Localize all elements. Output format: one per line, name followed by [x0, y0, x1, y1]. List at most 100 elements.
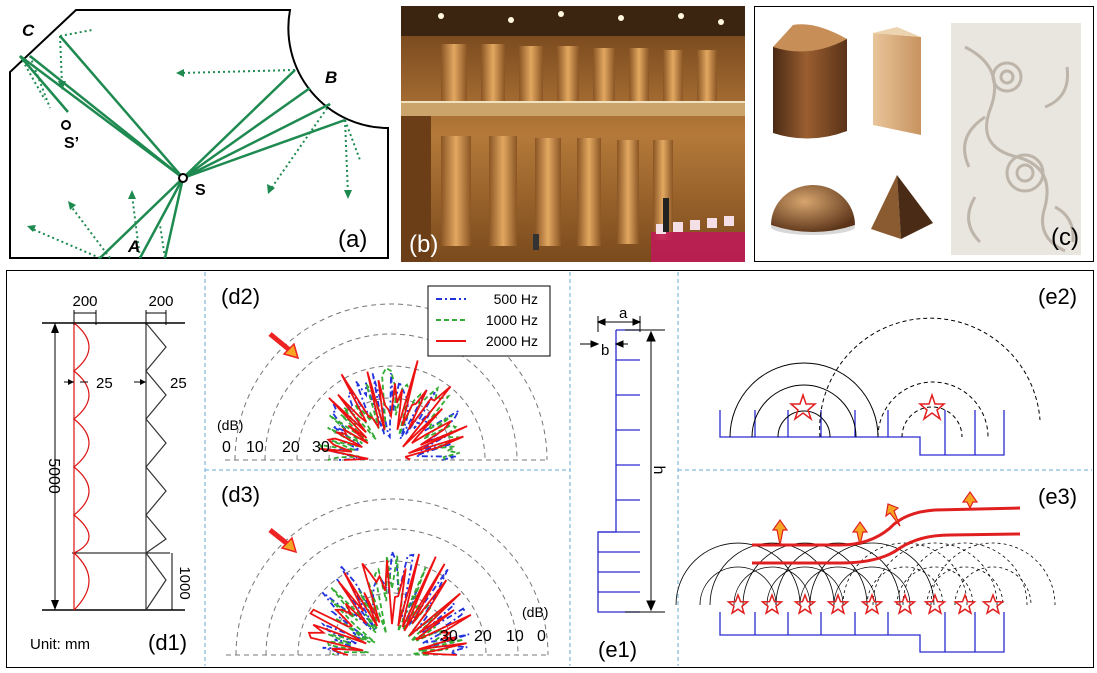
d2-panel-label: (d2): [221, 284, 260, 309]
e3-wavelet-arc: [842, 542, 968, 606]
hemisphere-shape: [771, 185, 855, 232]
e3-wavelet-arc: [809, 542, 935, 606]
bottom-frame: [6, 270, 1094, 668]
panel-c: (c): [754, 6, 1094, 262]
d1-unit-label: Unit: mm: [30, 636, 90, 653]
d3-tick-3: 0: [537, 628, 546, 645]
e3-wavelet-arc: [799, 566, 877, 606]
e3-arrow-1: [771, 518, 789, 546]
e3-wavelet-arc: [766, 566, 844, 606]
d3-incident-arrow: [280, 536, 298, 554]
e3-source-star: [726, 592, 750, 615]
d2-incident-arrow: [282, 342, 300, 360]
panel-d1: 5000 200 25 200 25 1000 Unit: mm (d1): [30, 293, 193, 655]
e3-wavelet-arc: [775, 542, 901, 606]
image-source-s-prime: [61, 120, 71, 130]
zigzag-profile: [145, 322, 167, 611]
e3-wavelet-arc: [733, 566, 811, 606]
d2-polar-curves: [317, 360, 468, 461]
legend-label-500: 500 Hz: [494, 291, 538, 307]
d1-depth-right: 25: [170, 375, 187, 392]
e3-wavelet-arc: [930, 542, 1056, 606]
d3-curve-500hz: [320, 551, 470, 656]
e3-wavelet-arc: [742, 542, 868, 606]
panel-b-label: (b): [409, 231, 438, 258]
reflected-rays: [19, 29, 361, 259]
d2-curve-500hz: [324, 372, 462, 461]
d2-db-label: (dB): [217, 417, 243, 433]
e2-source-star-1: [788, 392, 818, 422]
d3-polar-curves: [307, 551, 472, 656]
e3-wavelet-arc: [709, 542, 835, 606]
e3-wavelet-arc: [896, 566, 974, 606]
e3-source-star: [860, 592, 884, 615]
e3-source-star: [793, 592, 817, 615]
d2-tick-1: 10: [246, 439, 264, 456]
d3-tick-2: 10: [506, 628, 524, 645]
point-c-label: C: [22, 21, 35, 40]
e3-wavelet-arc: [902, 542, 1028, 606]
e3-source-stars: [726, 592, 1005, 615]
e3-wavefront-1: [752, 506, 1021, 547]
e3-wavelet-arc: [833, 566, 911, 606]
panel-b: (b): [401, 6, 745, 262]
e3-wavelet-arc: [675, 542, 801, 606]
e3-wavelet-arc: [926, 566, 1004, 606]
ray-arrowheads: [27, 69, 352, 232]
d1-segment-label: 1000: [176, 566, 193, 599]
auditorium-photo: (b): [401, 6, 745, 262]
ornamental-relief: [951, 23, 1081, 255]
d2-curve-1000hz: [317, 366, 461, 461]
d1-depth-left: 25: [96, 375, 113, 392]
e3-source-star: [760, 592, 784, 615]
panel-d2: (d2) (dB) 0 10 20 30 500 Hz 1000 Hz 2000…: [217, 284, 551, 461]
e2-profile: [719, 410, 1005, 456]
panel-d3: (d3) (dB) 30 20 10 0: [221, 482, 550, 656]
d2-tick-2: 20: [282, 439, 300, 456]
panel-dividers: [204, 272, 1092, 666]
e3-wavefront-2: [752, 532, 1021, 565]
panel-e3: (e3): [675, 484, 1077, 653]
e3-arrow-3: [885, 503, 901, 527]
e3-wavelet-arc: [866, 566, 944, 606]
panel-c-label: (c): [1051, 224, 1079, 251]
point-a-label: A: [127, 237, 140, 256]
point-s-prime-label: S’: [64, 135, 79, 152]
point-s-label: S: [195, 182, 206, 199]
d1-height-label: 5000: [45, 458, 62, 494]
panel-a: C B A S S’ (a): [0, 0, 392, 262]
e3-source-star: [923, 592, 947, 615]
source-s: [178, 173, 188, 183]
e3-wavelet-arc: [872, 542, 998, 606]
diffuser-shapes: (c): [771, 23, 1081, 255]
e2-source-star-2: [917, 392, 947, 422]
legend-label-1000: 1000 Hz: [486, 312, 538, 328]
e3-wavelet-arc: [699, 566, 777, 606]
d3-tick-1: 20: [474, 628, 492, 645]
e3-source-star: [981, 592, 1005, 615]
e1-dim-b: b: [601, 342, 609, 359]
d3-curve-1000hz: [326, 555, 464, 656]
point-b-label: B: [325, 68, 337, 87]
e1-dim-h: h: [650, 466, 667, 475]
e1-dim-a: a: [619, 305, 628, 322]
triangular-prism-shape: [873, 33, 921, 135]
e3-profile: [719, 612, 1005, 653]
e3-wavelet-arc: [954, 566, 1032, 606]
panel-a-label: (a): [338, 226, 367, 253]
e3-wavelets: [675, 542, 1056, 606]
solid-rays: [19, 35, 346, 259]
d3-panel-label: (d3): [221, 482, 260, 507]
d3-curve-2000hz: [307, 553, 472, 656]
e1-profile: [597, 330, 640, 613]
d2-curve-2000hz: [319, 360, 468, 461]
panel-a-diagram: C B A S S’ (a): [9, 9, 389, 259]
e3-arrow-2: [851, 520, 869, 546]
d3-db-label: (dB): [522, 604, 548, 620]
e3-source-star: [893, 592, 917, 615]
d2-tick-3: 30: [312, 439, 330, 456]
d1-width-left: 200: [72, 293, 97, 310]
e1-panel-label: (e1): [598, 637, 637, 662]
panel-e1: [597, 329, 640, 613]
